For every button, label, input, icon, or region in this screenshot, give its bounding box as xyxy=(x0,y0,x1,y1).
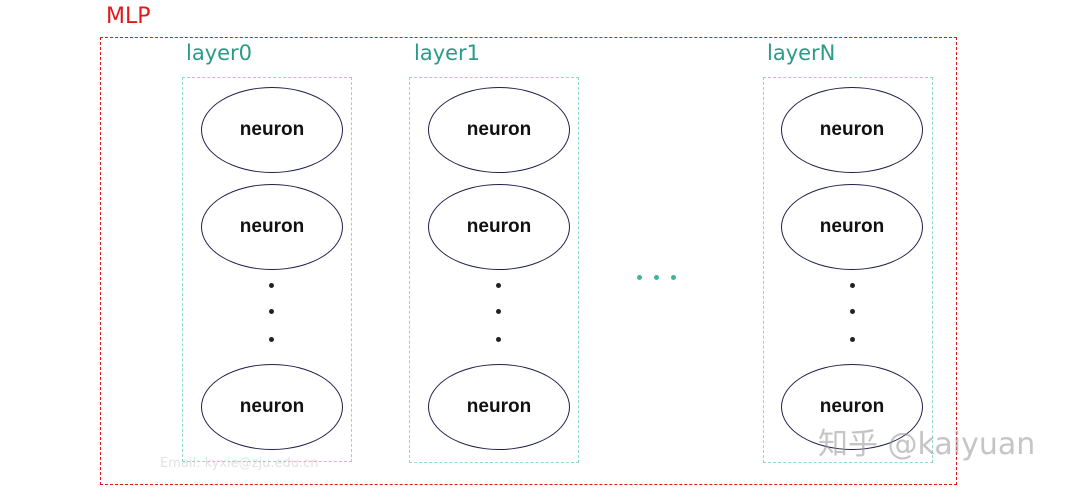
vertical-ellipsis xyxy=(493,280,505,350)
neuron-node: neuron xyxy=(201,184,343,270)
neuron-node: neuron xyxy=(201,87,343,173)
layer-box-1 xyxy=(409,77,579,463)
neuron-label: neuron xyxy=(819,396,885,417)
layer-label-n: layerN xyxy=(767,41,836,65)
neuron-label: neuron xyxy=(239,216,305,237)
neuron-node: neuron xyxy=(428,184,570,270)
neuron-label: neuron xyxy=(239,119,305,140)
vertical-ellipsis xyxy=(847,280,859,350)
neuron-node: neuron xyxy=(428,87,570,173)
neuron-label: neuron xyxy=(239,396,305,417)
neuron-label: neuron xyxy=(819,216,885,237)
mlp-title: MLP xyxy=(106,4,151,29)
layer-label-1: layer1 xyxy=(414,41,481,65)
source-watermark: 知乎 @kaiyuan xyxy=(818,427,1036,462)
layer-label-0: layer0 xyxy=(186,41,253,65)
email-watermark: Email: kyxie@zju.edu.cn xyxy=(160,456,319,471)
neuron-node: neuron xyxy=(781,364,923,450)
neuron-label: neuron xyxy=(466,119,532,140)
vertical-ellipsis xyxy=(266,280,278,350)
mlp-boundary xyxy=(100,37,957,485)
neuron-node: neuron xyxy=(428,364,570,450)
layer-box-n xyxy=(763,77,933,463)
neuron-node: neuron xyxy=(201,364,343,450)
neuron-label: neuron xyxy=(466,216,532,237)
neuron-label: neuron xyxy=(466,396,532,417)
neuron-label: neuron xyxy=(819,119,885,140)
neuron-node: neuron xyxy=(781,87,923,173)
neuron-node: neuron xyxy=(781,184,923,270)
layer-box-0 xyxy=(182,77,352,462)
